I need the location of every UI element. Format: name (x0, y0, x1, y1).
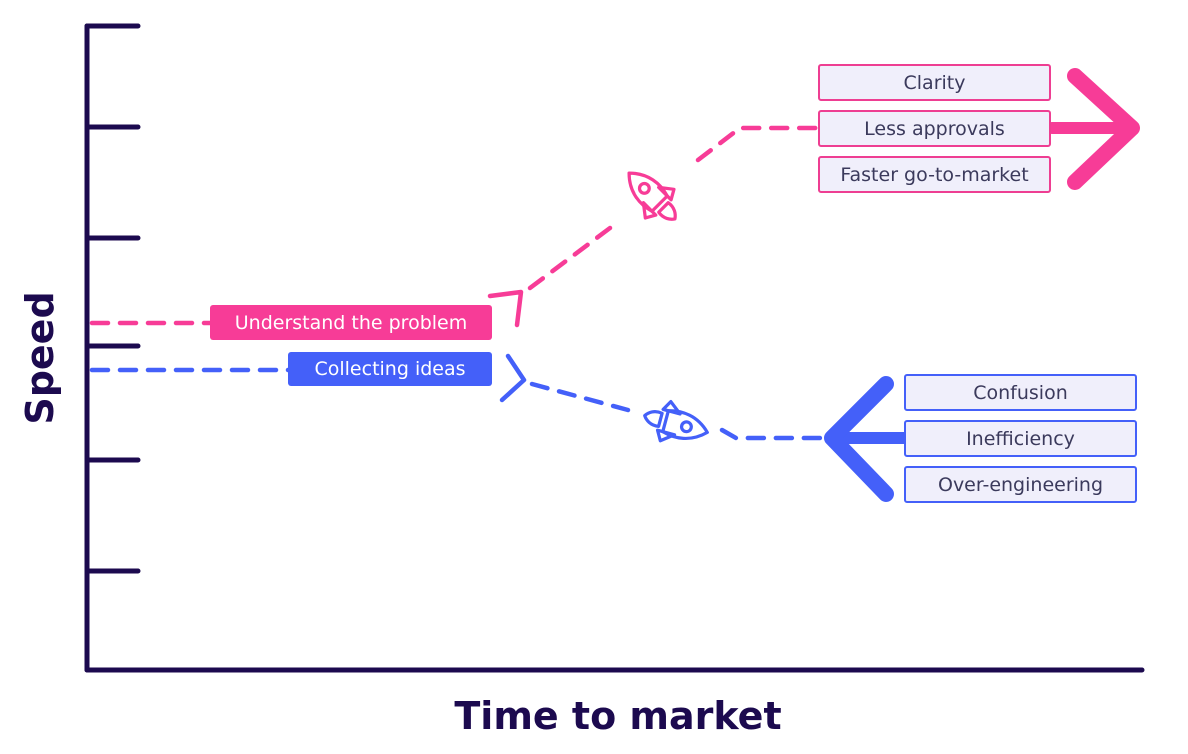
outcome-box-less-approvals: Less approvals (818, 110, 1051, 147)
upper-start-label: Understand the problem (210, 305, 492, 340)
lower-start-label: Collecting ideas (288, 352, 492, 386)
lower-dashed-line (719, 427, 825, 441)
y-axis-title: Speed (18, 291, 62, 425)
lower-dashed-line (529, 381, 631, 413)
upper-dashed-line (527, 219, 621, 291)
outcome-box-clarity: Clarity (818, 64, 1051, 101)
lower-path (89, 353, 911, 502)
outcome-box-faster-go-to-market: Faster go-to-market (818, 156, 1051, 193)
rocket-icon (643, 400, 709, 443)
upper-path (89, 68, 1140, 328)
outcome-box-inefficiency: Inefficiency (904, 420, 1137, 457)
upper-chevron (487, 289, 524, 328)
outcome-box-over-engineering: Over-engineering (904, 466, 1137, 503)
lower-big-arrow-head (824, 376, 894, 502)
upper-big-arrow-head (1067, 68, 1140, 190)
axes (84, 23, 1145, 673)
lower-chevron (499, 353, 527, 403)
x-axis-title: Time to market (454, 694, 782, 738)
rocket-icon (627, 171, 677, 221)
outcome-box-confusion: Confusion (904, 374, 1137, 411)
upper-dashed-line (695, 125, 821, 163)
